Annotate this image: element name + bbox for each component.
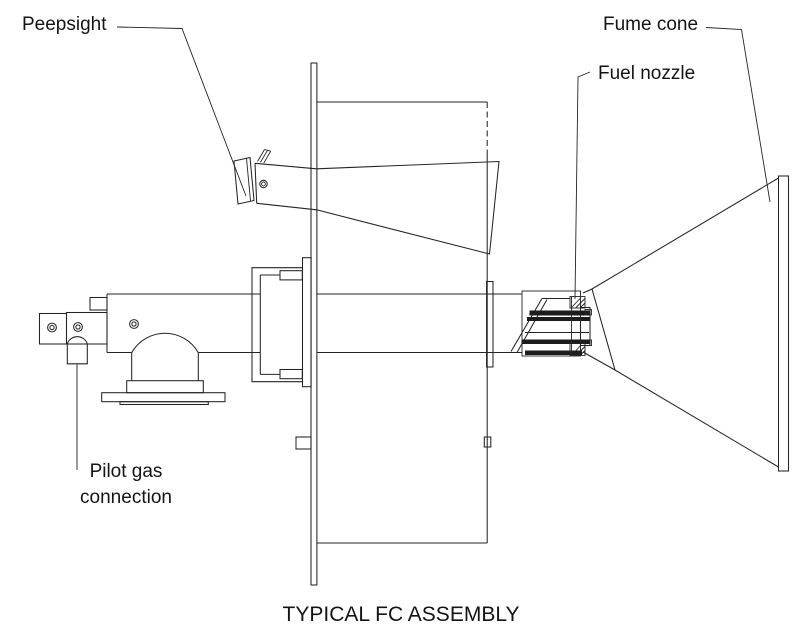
fume-cone-bottom-edge xyxy=(582,351,779,468)
nozzle-cap-bottom xyxy=(569,343,586,356)
nozzle-cone-slants xyxy=(510,297,570,353)
bracket-hole-left-inner xyxy=(49,324,55,331)
sight-horn xyxy=(316,160,500,255)
pipe-hole-inner xyxy=(131,321,137,327)
pipe-hole-outer xyxy=(129,319,139,329)
peepsight-label: Peepsight xyxy=(22,14,107,35)
nozzle-band-3 xyxy=(521,339,590,344)
bracket-hole-right-outer xyxy=(73,322,83,332)
fuel-nozzle-leader-line xyxy=(574,71,591,300)
fume-cone-rim xyxy=(777,175,790,472)
elbow-flange-upper xyxy=(126,380,204,394)
nozzle-band-1 xyxy=(529,310,590,316)
peepsight-eyepiece xyxy=(233,156,255,205)
fume-cone-leader-line xyxy=(705,27,771,203)
peepsight-eyepiece-inner-line xyxy=(246,158,251,201)
mounting-plate-bar xyxy=(310,62,318,586)
peepsight-knurl-marks xyxy=(257,149,272,164)
nozzle-cap-top-hatch xyxy=(571,297,586,309)
bracket-hole-left-outer xyxy=(47,322,57,333)
elbow-dome-arc xyxy=(131,332,199,353)
fume-cone xyxy=(582,175,790,472)
fuel-nozzle-assembly xyxy=(510,290,592,357)
drawing-title: TYPICAL FC ASSEMBLY xyxy=(283,603,520,626)
peepsight-leader-line xyxy=(116,26,247,197)
flange-inner-lines xyxy=(259,274,280,375)
pilot-gas-fitting xyxy=(66,336,88,365)
elbow-flange xyxy=(101,332,226,406)
fume-cone-throat-face xyxy=(591,288,616,371)
flange-outer-box xyxy=(251,267,303,383)
elbow-dome-sides xyxy=(131,352,199,381)
nozzle-band-2 xyxy=(527,317,590,321)
nozzle-band-4 xyxy=(525,350,582,355)
peepsight-hole-inner xyxy=(261,181,266,187)
pilot-bracket xyxy=(38,311,108,365)
plate-clip xyxy=(295,436,312,450)
pilot-gas-label-line2: connection xyxy=(80,487,172,508)
body-clip xyxy=(483,436,492,448)
mounting-plate xyxy=(295,62,318,586)
peepsight-body xyxy=(254,162,317,211)
fume-cone-label: Fume cone xyxy=(603,14,698,35)
nozzle-tip-tab-bottom xyxy=(584,339,592,346)
flange-tab-top xyxy=(279,270,303,281)
nozzle-tip-tab-top xyxy=(584,309,592,316)
flange-ring xyxy=(301,257,312,388)
pipe-flange-at-plate xyxy=(251,257,312,388)
pilot-gas-label-line1: Pilot gas xyxy=(90,461,163,482)
burner-pipe xyxy=(89,293,522,354)
pipe-collar xyxy=(486,280,494,368)
fume-cone-top-edge xyxy=(582,177,779,294)
bracket-block-right xyxy=(65,311,108,345)
peepsight-assembly xyxy=(233,149,500,255)
elbow-flange-lower xyxy=(101,392,226,403)
fuel-nozzle-label: Fuel nozzle xyxy=(598,63,695,84)
nozzle-cap-bottom-hatch xyxy=(571,344,586,356)
peepsight-hole-outer xyxy=(259,179,268,189)
burner-body xyxy=(316,101,494,544)
pipe-end-stub xyxy=(89,296,108,311)
flange-tab-bottom xyxy=(279,368,303,380)
callout-leaders xyxy=(76,26,771,470)
nozzle-cap-top xyxy=(569,296,586,309)
bracket-hole-right-inner xyxy=(75,324,81,330)
elbow-flange-lip xyxy=(119,401,209,406)
